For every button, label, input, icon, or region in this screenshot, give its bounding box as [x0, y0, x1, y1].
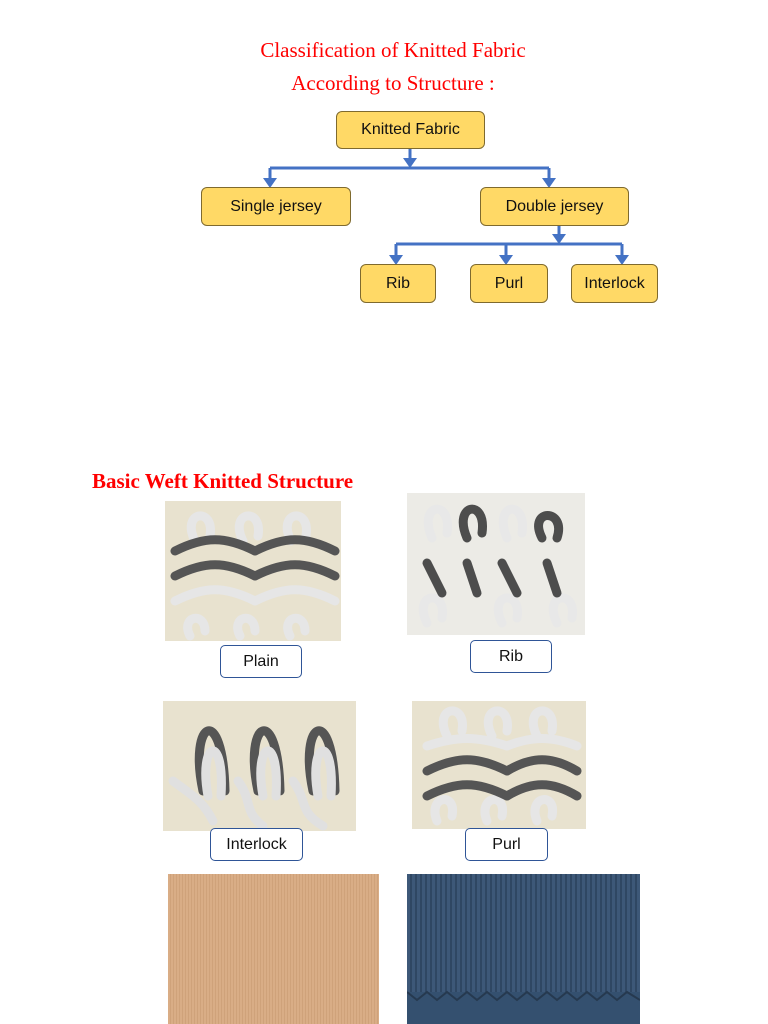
plain-stitch-illustration: [170, 511, 340, 641]
node-rib: Rib: [360, 264, 436, 303]
purl-stitch-illustration: [422, 706, 582, 826]
caption-rib: Rib: [470, 640, 552, 673]
fabric-swatch-blue: [407, 874, 640, 1024]
fabric-hem-zigzag: [407, 990, 640, 1024]
rib-stitch-image: [407, 493, 585, 635]
interlock-stitch-image: [163, 701, 356, 831]
node-single-jersey: Single jersey: [201, 187, 351, 226]
caption-interlock: Interlock: [210, 828, 303, 861]
title-line-2: According to Structure :: [291, 71, 495, 95]
caption-purl: Purl: [465, 828, 548, 861]
caption-plain: Plain: [220, 645, 302, 678]
purl-stitch-image: [412, 701, 586, 829]
title-line-1: Classification of Knitted Fabric: [260, 38, 526, 62]
node-interlock: Interlock: [571, 264, 658, 303]
node-purl: Purl: [470, 264, 548, 303]
node-knitted-fabric: Knitted Fabric: [336, 111, 485, 149]
section-title: Basic Weft Knitted Structure: [92, 469, 354, 493]
plain-stitch-image: [165, 501, 341, 641]
rib-stitch-illustration: [418, 504, 577, 628]
interlock-stitch-illustration: [168, 726, 340, 831]
node-double-jersey: Double jersey: [480, 187, 629, 226]
tree-connectors: [263, 148, 629, 265]
fabric-swatch-tan: [168, 874, 379, 1024]
